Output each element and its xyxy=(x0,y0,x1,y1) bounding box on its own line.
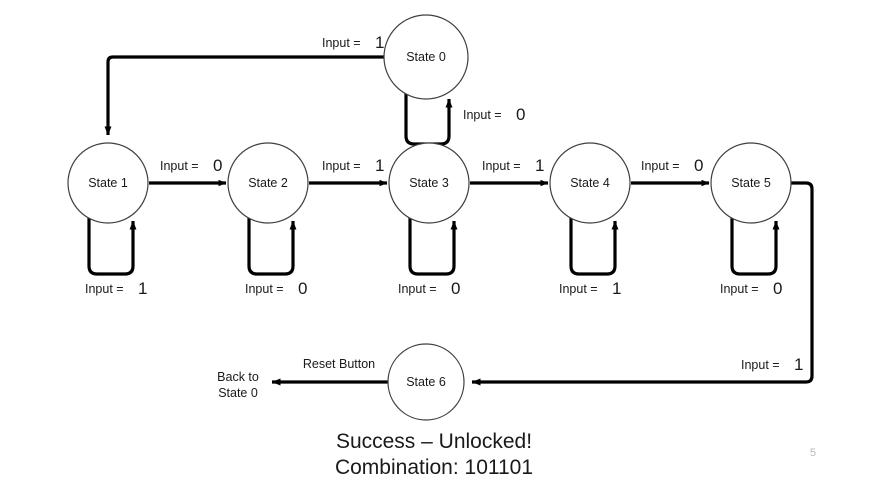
edge-label-state5-to-state6: Input = 1 xyxy=(741,355,803,374)
edge-state0-to-state1 xyxy=(104,55,384,136)
self-loop-label-text: Input = xyxy=(245,282,284,296)
self-loop-label-text: Input = xyxy=(720,282,759,296)
self-loop-state4 xyxy=(569,211,619,276)
state-node-state5[interactable]: State 5 xyxy=(710,142,792,224)
self-loop-label-state5: Input = 0 xyxy=(720,279,782,298)
self-loop-state2 xyxy=(247,211,297,276)
self-loop-label-digit: 1 xyxy=(138,279,147,298)
state-node-state2[interactable]: State 2 xyxy=(227,142,309,224)
state-node-state0[interactable]: State 0 xyxy=(383,14,469,100)
edge-label-digit: 0 xyxy=(694,156,703,175)
edge-label-reset: Reset Button xyxy=(303,357,375,371)
edge-label-digit: 1 xyxy=(375,33,384,52)
self-loop-label-digit: 0 xyxy=(451,279,460,298)
edge-label-text: Input = xyxy=(322,36,361,50)
self-loop-label-state3: Input = 0 xyxy=(398,279,460,298)
edge-label-state0-to-state1: Input = 1 xyxy=(322,33,384,52)
state-node-label: State 2 xyxy=(248,176,288,190)
edge-label-text: Input = xyxy=(160,159,199,173)
edge-label-text: Input = xyxy=(741,358,780,372)
edge-label-state3-to-state4: Input = 1 xyxy=(482,156,544,175)
self-loop-state3 xyxy=(408,211,458,276)
self-loop-label-state1: Input = 1 xyxy=(85,279,147,298)
page-number: 5 xyxy=(809,447,816,459)
state-node-state1[interactable]: State 1 xyxy=(67,142,149,224)
state-node-state4[interactable]: State 4 xyxy=(549,142,631,224)
edge-label-state4-to-state5: Input = 0 xyxy=(641,156,703,175)
edge-state5-to-state6 xyxy=(471,181,814,386)
self-loop-label-state2: Input = 0 xyxy=(245,279,307,298)
state-node-label: State 6 xyxy=(406,375,446,389)
edge-label-state1-to-state2: Input = 0 xyxy=(160,156,222,175)
self-loop-label-digit: 0 xyxy=(298,279,307,298)
state-node-state6[interactable]: State 6 xyxy=(387,343,465,421)
self-loop-label-text: Input = xyxy=(463,108,502,122)
self-loop-label-text: Input = xyxy=(85,282,124,296)
self-loop-label-state4: Input = 1 xyxy=(559,279,621,298)
edge-label-text: Input = xyxy=(641,159,680,173)
self-loop-state1 xyxy=(87,211,137,276)
terminal-label-back-to-state0: Back to State 0 xyxy=(217,370,259,400)
self-loop-label-digit: 1 xyxy=(612,279,621,298)
self-loop-state5 xyxy=(730,211,780,276)
self-loop-label-state0: Input = 0 xyxy=(463,105,525,124)
edge-label-digit: 1 xyxy=(375,156,384,175)
state-node-label: State 5 xyxy=(731,176,771,190)
state-node-state3[interactable]: State 3 xyxy=(388,142,470,224)
slide-caption: Success – Unlocked! Combination: 101101 xyxy=(335,430,533,479)
terminal-label-line1: Back to xyxy=(217,370,259,384)
self-loop-label-text: Input = xyxy=(398,282,437,296)
edge-label-text: Input = xyxy=(322,159,361,173)
state-node-label: State 4 xyxy=(570,176,610,190)
caption-line-1: Success – Unlocked! xyxy=(336,430,532,453)
edge-label-digit: 1 xyxy=(535,156,544,175)
self-loop-label-digit: 0 xyxy=(516,105,525,124)
caption-line-2: Combination: 101101 xyxy=(335,456,533,479)
edge-label-text: Input = xyxy=(482,159,521,173)
self-loop-label-digit: 0 xyxy=(773,279,782,298)
edge-label-text: Reset Button xyxy=(303,357,375,371)
self-loop-label-text: Input = xyxy=(559,282,598,296)
edge-label-digit: 0 xyxy=(213,156,222,175)
state-node-label: State 0 xyxy=(406,50,446,64)
state-node-label: State 3 xyxy=(409,176,449,190)
terminal-label-line2: State 0 xyxy=(218,386,258,400)
state-node-label: State 1 xyxy=(88,176,128,190)
edge-label-digit: 1 xyxy=(794,355,803,374)
edge-label-state2-to-state3: Input = 1 xyxy=(322,156,384,175)
